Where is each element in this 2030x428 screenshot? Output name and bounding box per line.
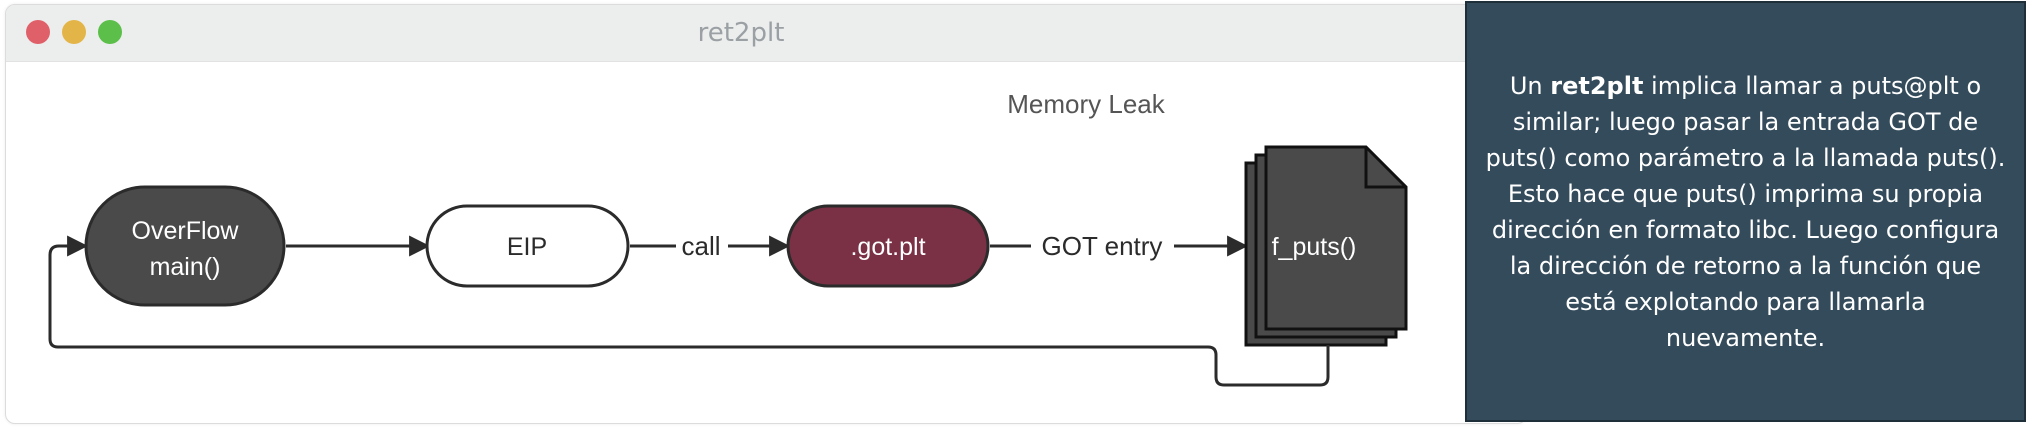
note-term: ret2plt [1550, 71, 1644, 100]
note-body: implica llamar a puts@plt o similar; lue… [1485, 71, 2006, 352]
maximize-window-button[interactable] [98, 20, 122, 44]
node-f-puts-label: f_puts() [1272, 233, 1357, 261]
minimize-window-button[interactable] [62, 20, 86, 44]
node-overflow-label-line2: main() [150, 253, 221, 281]
node-overflow-label-line1: OverFlow [132, 217, 240, 245]
title-bar: ret2plt [6, 5, 1526, 62]
edge-call-label: call [681, 231, 720, 261]
node-got-plt[interactable]: .got.plt [786, 204, 990, 288]
edge-got-entry-label: GOT entry [1042, 231, 1163, 261]
note-prefix: Un [1509, 71, 1551, 100]
diagram-canvas: Memory Leak OverFlow main() EIP call .go… [48, 89, 1408, 387]
note-text: Un ret2plt implica llamar a puts@plt o s… [1486, 68, 2006, 356]
node-overflow-main[interactable]: OverFlow main() [84, 185, 286, 307]
window-title: ret2plt [697, 18, 785, 48]
node-got-plt-label: .got.plt [850, 233, 925, 261]
edge-fputs-return-to-main [48, 235, 1330, 387]
app-window: ret2plt Memory Leak OverFlow main() EIP … [5, 4, 1527, 424]
node-eip-label: EIP [507, 233, 547, 261]
diagram-title: Memory Leak [1007, 89, 1165, 119]
node-f-puts[interactable]: f_puts() [1244, 145, 1408, 347]
close-window-button[interactable] [26, 20, 50, 44]
node-eip[interactable]: EIP [425, 204, 630, 288]
explanation-note: Un ret2plt implica llamar a puts@plt o s… [1465, 1, 2026, 422]
